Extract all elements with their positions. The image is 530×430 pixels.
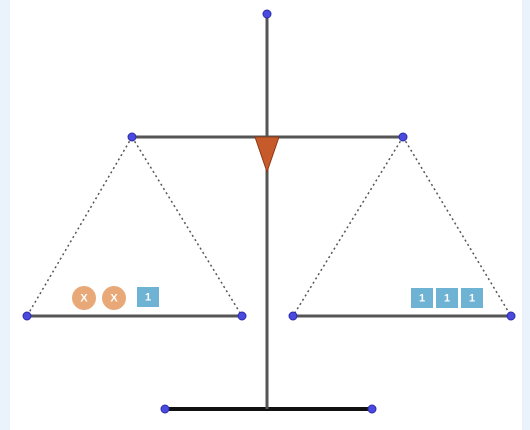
unit-tile-label: 1 [419, 293, 425, 305]
fulcrum [254, 136, 280, 174]
unit-tile[interactable]: 1 [436, 288, 458, 308]
x-coin-label: X [80, 293, 88, 305]
unit-tile[interactable]: 1 [411, 288, 433, 308]
unit-tile-shape [436, 288, 458, 308]
left-pan-left-point[interactable] [22, 311, 32, 321]
right-pan-right-point[interactable] [506, 311, 516, 321]
unit-tile-label: 1 [145, 292, 151, 304]
right-pan-items: 1 1 1 [411, 288, 483, 308]
pole-top-point[interactable] [262, 9, 272, 19]
x-coin-shape [102, 286, 126, 310]
left-pan-items: X X 1 [72, 286, 159, 310]
beam-right-point[interactable] [398, 132, 408, 142]
x-coin[interactable]: X [72, 286, 96, 310]
base-right-point[interactable] [367, 404, 377, 414]
unit-tile-label: 1 [444, 293, 450, 305]
unit-tile[interactable]: 1 [461, 288, 483, 308]
beam-left-point[interactable] [127, 132, 137, 142]
base-left-point[interactable] [160, 404, 170, 414]
balance-scale: X X 1 1 1 1 [10, 0, 522, 430]
unit-tile[interactable]: 1 [137, 287, 159, 307]
unit-tile-label: 1 [469, 293, 475, 305]
unit-tile-shape [137, 287, 159, 307]
unit-tile-shape [461, 288, 483, 308]
balance-scale-drawing: X X 1 1 1 1 [22, 9, 516, 414]
unit-tile-shape [411, 288, 433, 308]
right-pan-string-left [292, 136, 404, 317]
x-coin-label: X [110, 293, 118, 305]
left-pan-right-point[interactable] [237, 311, 247, 321]
left-pan-string-right [131, 136, 243, 317]
x-coin[interactable]: X [102, 286, 126, 310]
x-coin-shape [72, 286, 96, 310]
right-pan-left-point[interactable] [288, 311, 298, 321]
